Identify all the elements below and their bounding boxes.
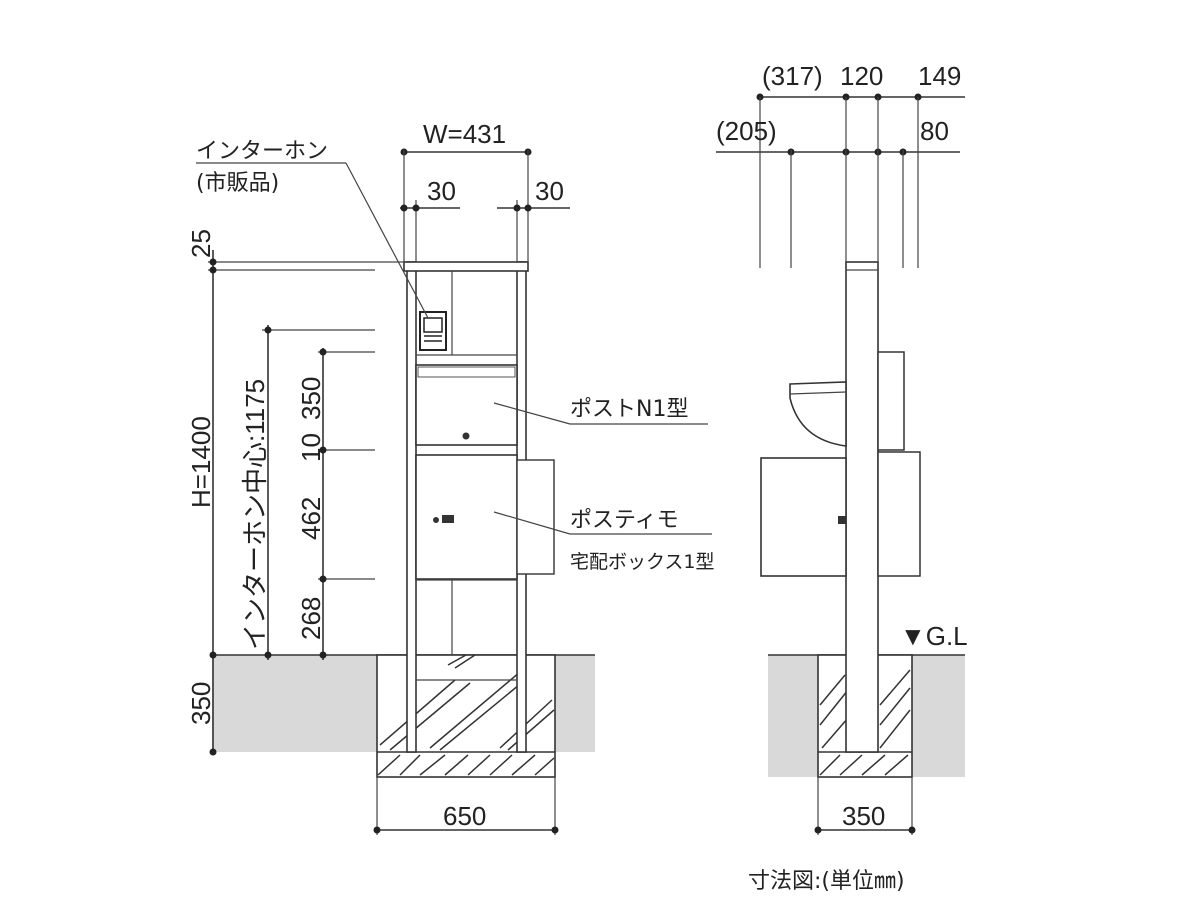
side-foundation-width-label: 350 xyxy=(842,801,885,831)
segment-268-label: 268 xyxy=(296,597,326,640)
offset-right-label: 30 xyxy=(535,176,564,206)
box-callout-line1: ポスティモ xyxy=(570,508,679,533)
segment-350-label: 350 xyxy=(296,377,326,420)
top-margin-label: 25 xyxy=(186,229,216,258)
segment-462-label: 462 xyxy=(296,497,326,540)
segment-10-label: 10 xyxy=(296,433,326,462)
side-view: (317) 120 149 (205) 80 ▼G.L 350 xyxy=(716,61,968,835)
intercom-center-label: インターホン中心:1175 xyxy=(240,379,270,650)
foundation-depth-label: 350 xyxy=(186,682,216,725)
side-dim-80: 80 xyxy=(920,116,949,146)
intercom-callout-line2: (市販品) xyxy=(196,171,279,196)
side-dim-149: 149 xyxy=(918,61,961,91)
height-label: H=1400 xyxy=(186,416,216,508)
side-soil-left xyxy=(768,655,818,777)
side-dim-120: 120 xyxy=(840,61,883,91)
front-post-left xyxy=(406,261,417,753)
front-view: W=431 30 30 25 H=1400 350 インターホン中心:1175 … xyxy=(186,119,715,835)
front-foundation-hatch xyxy=(377,654,555,776)
intercom-callout-line1: インターホン xyxy=(196,139,328,164)
side-dim-317: (317) xyxy=(762,61,823,91)
post-n1-box xyxy=(415,364,518,446)
ground-level-label: ▼G.L xyxy=(900,621,968,651)
side-post-n1 xyxy=(877,351,905,451)
front-foundation xyxy=(376,654,556,778)
side-soil-right xyxy=(912,655,965,777)
box-callout-line2: 宅配ボックス1型 xyxy=(570,551,715,573)
post-callout: ポストN1型 xyxy=(570,397,688,422)
side-delivery-box xyxy=(760,457,847,577)
width-label: W=431 xyxy=(423,119,506,149)
side-post xyxy=(845,261,879,753)
side-foundation-hatch xyxy=(819,669,911,776)
foundation-width-label: 650 xyxy=(443,801,486,831)
side-post-n1-flap xyxy=(789,381,847,447)
front-soil-left xyxy=(212,655,377,752)
side-dim-205: (205) xyxy=(716,116,777,146)
front-top-bar xyxy=(403,261,529,272)
offset-left-label: 30 xyxy=(427,176,456,206)
caption: 寸法図:(単位㎜) xyxy=(748,869,905,894)
front-soil-right xyxy=(555,655,595,752)
delivery-box xyxy=(415,454,518,580)
